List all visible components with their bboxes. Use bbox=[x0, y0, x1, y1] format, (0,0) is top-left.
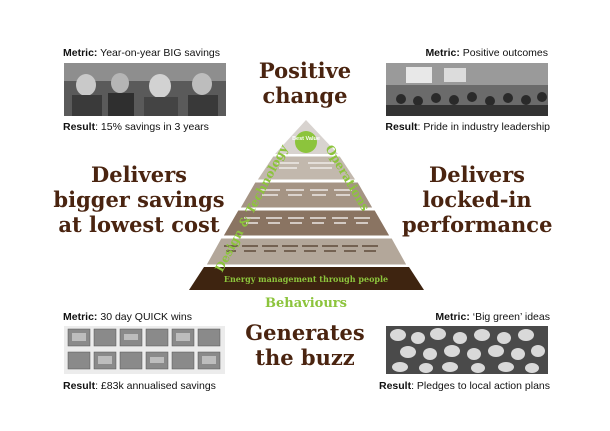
metric-bottom-left: Metric: 30 day QUICK wins bbox=[63, 311, 192, 323]
heading-positive-change: Positive change bbox=[258, 58, 352, 108]
photo-conference-audience bbox=[386, 63, 548, 116]
best-value-label: Best Value bbox=[292, 136, 320, 142]
result-top-right: Result: Pride in industry leadership bbox=[385, 121, 550, 133]
result-bottom-left: Result: £83k annualised savings bbox=[63, 380, 216, 392]
heading-generates-buzz: Generates the buzz bbox=[245, 320, 365, 370]
metric-top-right: Metric: Positive outcomes bbox=[425, 47, 548, 59]
pyramid-base-band bbox=[189, 267, 424, 290]
photo-meeting-group bbox=[64, 63, 226, 116]
heading-bigger-savings: Delivers bigger savings at lowest cost bbox=[53, 162, 225, 237]
result-bottom-right: Result: Pledges to local action plans bbox=[378, 380, 550, 392]
behaviours-label: Behaviours bbox=[265, 296, 347, 311]
heading-locked-in-performance: Delivers locked-in performance bbox=[402, 162, 553, 237]
photo-quick-wins-grid bbox=[64, 326, 225, 374]
pyramid-diagram: Best Value Energy management through peo… bbox=[189, 120, 424, 311]
metric-bottom-right: Metric: ‘Big green’ ideas bbox=[435, 311, 550, 323]
pyramid-tier-2 bbox=[239, 181, 374, 209]
pyramid-tier-3 bbox=[222, 209, 391, 237]
best-value-badge bbox=[295, 131, 317, 153]
base-band-label: Energy management through people bbox=[224, 274, 388, 284]
result-top-left: Result: 15% savings in 3 years bbox=[63, 121, 209, 133]
metric-top-left: Metric: Year-on-year BIG savings bbox=[63, 47, 221, 59]
photo-ideas-wall bbox=[386, 326, 548, 374]
